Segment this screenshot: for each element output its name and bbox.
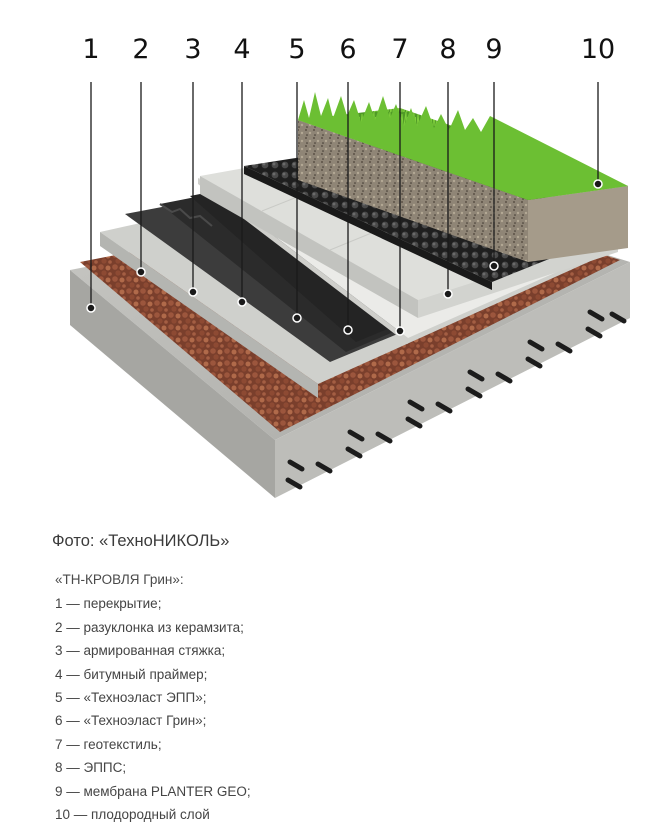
legend-item: 5 — «Техноэласт ЭПП»;	[55, 690, 207, 706]
legend-item: 3 — армированная стяжка;	[55, 643, 226, 659]
legend-item: 4 — битумный праймер;	[55, 666, 208, 682]
legend-item: 2 — разуклонка из керамзита;	[55, 619, 244, 635]
legend-title: «ТН-КРОВЛЯ Грин»:	[55, 572, 184, 587]
layer-number-2: 2	[132, 34, 149, 65]
layer-number-1: 1	[82, 34, 99, 65]
layer-legend: «ТН-КРОВЛЯ Грин»: 1 — перекрытие; 2 — ра…	[55, 568, 251, 826]
layer-number-10: 10	[581, 34, 615, 65]
layer-number-3: 3	[184, 34, 201, 65]
leader-dots	[86, 179, 603, 336]
layer-number-8: 8	[439, 34, 456, 65]
layer-number-7: 7	[391, 34, 408, 65]
layer-numbers: 1 2 3 4 5 6 7 8 9 10	[82, 34, 615, 65]
layer-number-4: 4	[233, 34, 250, 65]
legend-item: 10 — плодородный слой	[55, 807, 210, 823]
layer-number-5: 5	[288, 34, 305, 65]
layer-number-6: 6	[339, 34, 356, 65]
legend-item: 6 — «Техноэласт Грин»;	[55, 713, 207, 729]
layer-fertile-soil	[298, 92, 628, 262]
legend-item: 1 — перекрытие;	[55, 596, 162, 612]
roof-layers-diagram: 1 2 3 4 5 6 7 8 9 10	[70, 34, 630, 498]
layer-number-9: 9	[485, 34, 502, 65]
leader-lines	[90, 82, 599, 331]
legend-item: 9 — мембрана PLANTER GEO;	[55, 783, 251, 799]
legend-item: 8 — ЭППС;	[55, 760, 127, 776]
legend-item: 7 — геотекстиль;	[55, 736, 162, 752]
photo-caption: Фото: «ТехноНИКОЛЬ»	[52, 532, 230, 550]
